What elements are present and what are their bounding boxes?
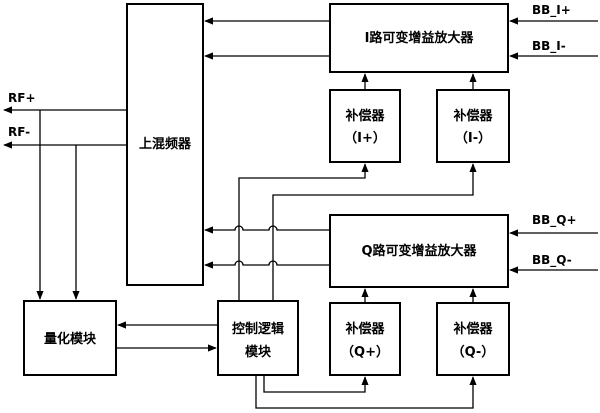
wire-ctrl-to-comp-i-plus xyxy=(238,163,369,301)
compensator-i-plus-line2: （I+） xyxy=(344,130,386,146)
port-rf-plus: RF+ xyxy=(8,91,36,105)
control-logic-line1: 控制逻辑 xyxy=(232,321,284,337)
wire-ctrl-to-comp-q-minus xyxy=(255,375,477,409)
i-vga-block: I路可变增益放大器 xyxy=(329,3,509,73)
compensator-q-plus-block: 补偿器 （Q+） xyxy=(329,302,401,376)
compensator-q-plus-line2: （Q+） xyxy=(341,344,389,360)
compensator-q-minus-line1: 补偿器 xyxy=(452,321,493,337)
wire-q-vga-out-2 xyxy=(204,260,330,269)
port-bb-q-minus: BB_Q- xyxy=(532,253,572,268)
wire-ctrl-to-comp-i-minus xyxy=(272,163,477,301)
compensator-i-minus-line2: （I-） xyxy=(455,130,491,146)
q-vga-block: Q路可变增益放大器 xyxy=(329,214,509,288)
i-vga-label: I路可变增益放大器 xyxy=(365,30,475,46)
control-logic-line2: 模块 xyxy=(245,344,272,360)
q-vga-label: Q路可变增益放大器 xyxy=(361,243,477,259)
compensator-q-minus-block: 补偿器 （Q-） xyxy=(436,302,510,376)
upmixer-block: 上混频器 xyxy=(126,3,204,286)
control-logic-block: 控制逻辑 模块 xyxy=(217,300,299,376)
quantization-block: 量化模块 xyxy=(23,300,117,376)
quantization-label: 量化模块 xyxy=(44,331,97,347)
port-bb-i-plus: BB_I+ xyxy=(532,3,571,18)
port-bb-q-plus: BB_Q+ xyxy=(532,213,577,228)
compensator-i-plus-line1: 补偿器 xyxy=(344,108,385,124)
wire-ctrl-to-comp-q-plus xyxy=(263,375,369,393)
port-rf-minus: RF- xyxy=(8,125,30,139)
compensator-i-plus-block: 补偿器 （I+） xyxy=(329,89,401,163)
compensator-i-minus-line1: 补偿器 xyxy=(452,108,493,124)
port-bb-i-minus: BB_I- xyxy=(532,39,566,54)
compensator-q-minus-line2: （Q-） xyxy=(452,344,495,360)
compensator-q-plus-line1: 补偿器 xyxy=(344,321,385,337)
wire-q-vga-out-1 xyxy=(204,225,330,234)
compensator-i-minus-block: 补偿器 （I-） xyxy=(436,89,510,163)
upmixer-label: 上混频器 xyxy=(139,136,192,152)
